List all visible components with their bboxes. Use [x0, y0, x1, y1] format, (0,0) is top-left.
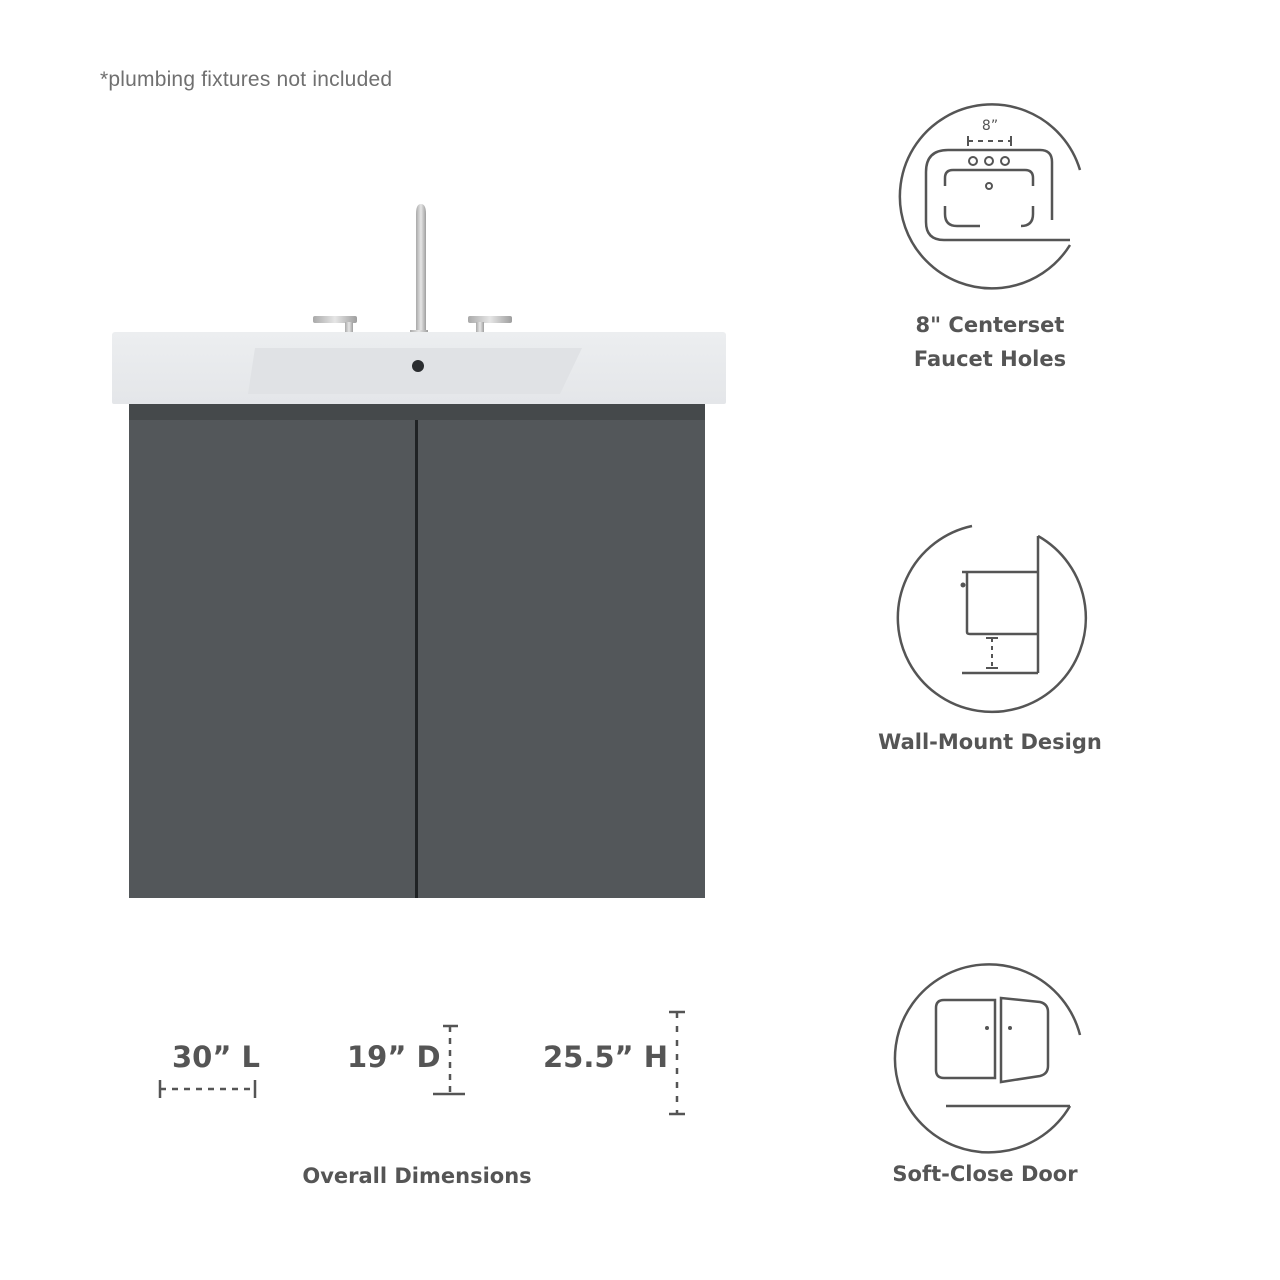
dimensions-caption: Overall Dimensions — [302, 1164, 532, 1188]
feature-caption-centerset: 8" Centerset Faucet Holes — [880, 308, 1100, 376]
feature-caption-line1: 8" Centerset — [915, 313, 1065, 337]
height-label: 25.5” H — [543, 1040, 668, 1074]
feature-caption-soft-close: Soft-Close Door — [892, 1162, 1078, 1186]
depth-label: 19” D — [347, 1040, 441, 1074]
centerset-faucet-holes-icon: 8” — [898, 103, 1082, 290]
depth-dimension-line-icon — [433, 1024, 465, 1096]
feature-caption-wall-mount: Wall-Mount Design — [878, 730, 1102, 754]
wall-mount-icon — [896, 524, 1088, 714]
door-gap — [415, 420, 418, 898]
soft-close-door-icon — [893, 963, 1082, 1154]
disclaimer-note: *plumbing fixtures not included — [100, 68, 393, 91]
length-dimension-line-icon — [158, 1080, 257, 1098]
centerset-size-label: 8” — [982, 118, 998, 134]
cabinet-door-left — [129, 420, 415, 898]
cabinet-door-right — [418, 420, 705, 898]
feature-caption-line2: Faucet Holes — [913, 347, 1067, 371]
height-dimension-line-icon — [669, 1010, 685, 1116]
cabinet-top-rail — [129, 404, 705, 420]
length-label: 30” L — [172, 1040, 260, 1074]
